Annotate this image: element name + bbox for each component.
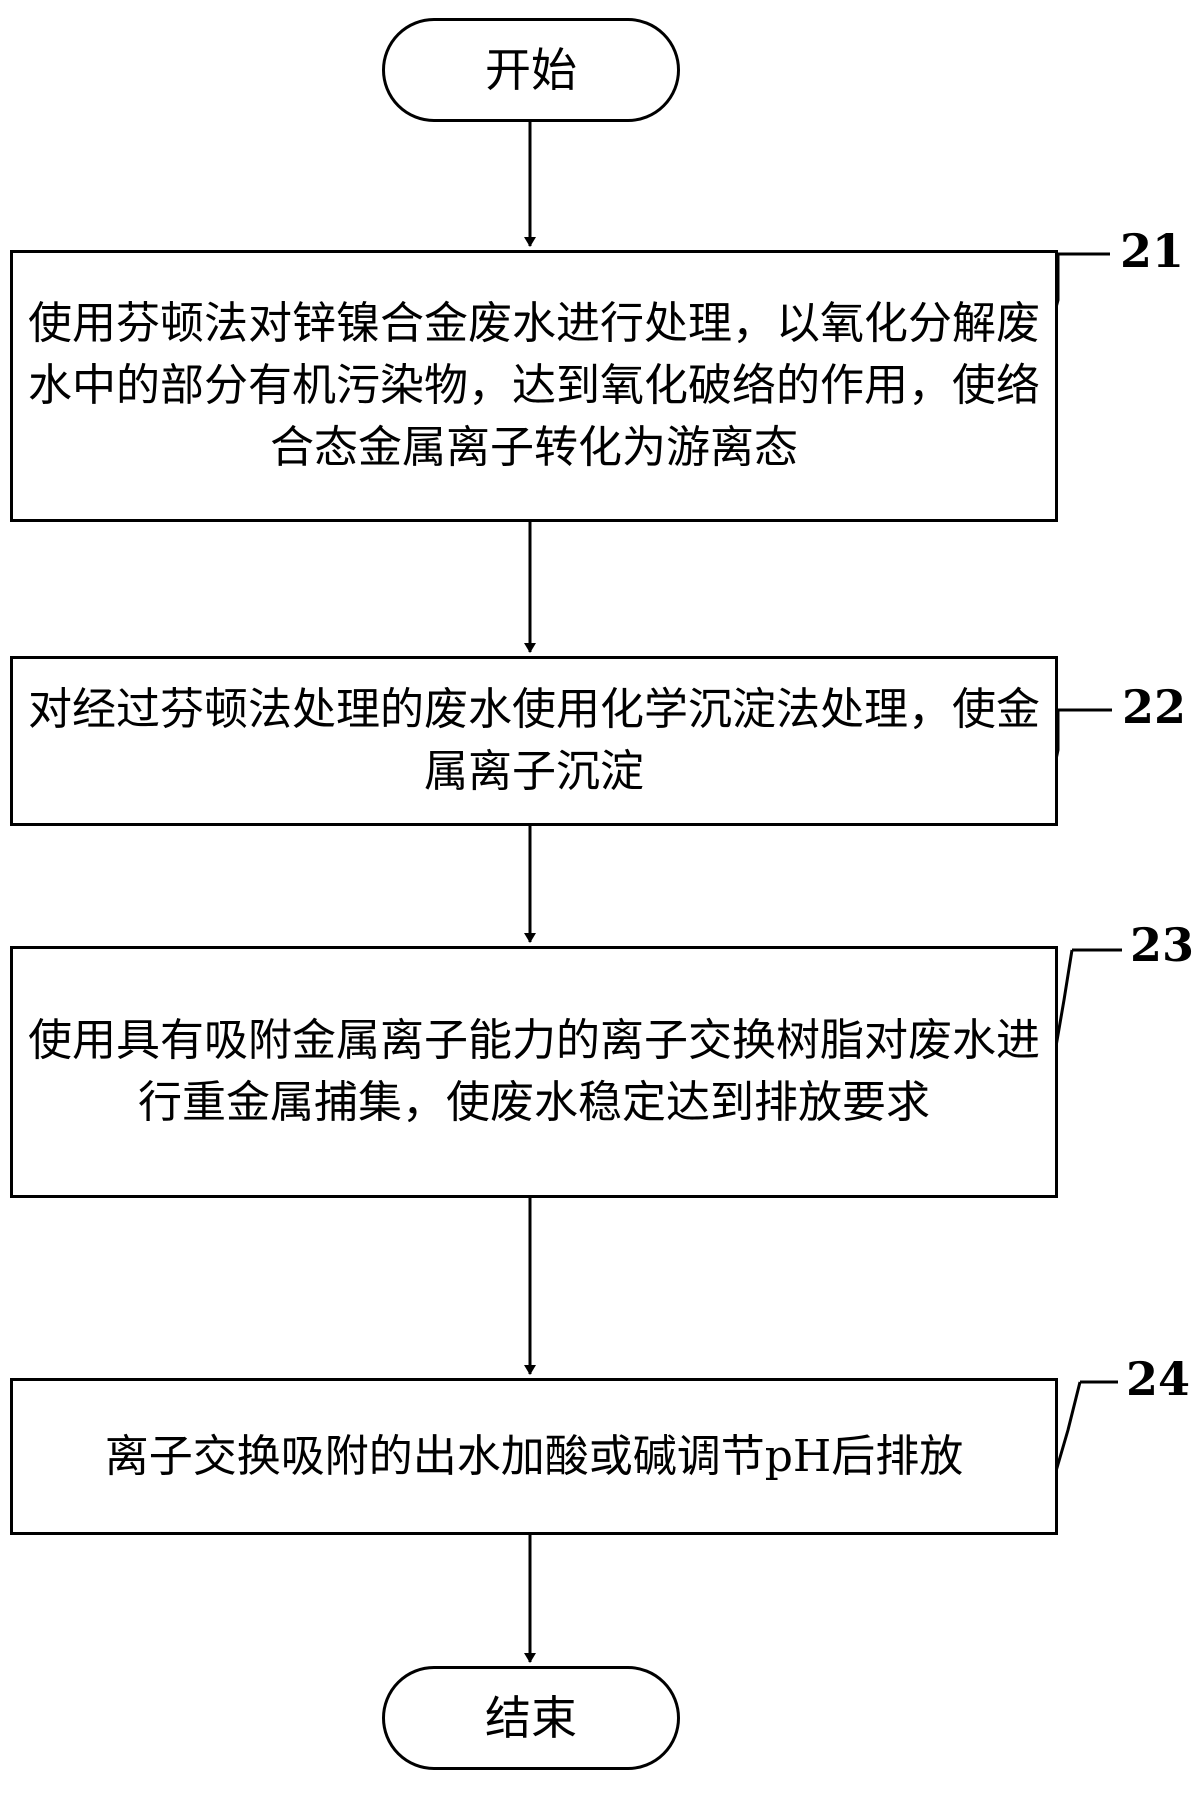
- process-step-22: 对经过芬顿法处理的废水使用化学沉淀法处理，使金属离子沉淀: [10, 656, 1058, 826]
- step-23-text: 使用具有吸附金属离子能力的离子交换树脂对废水进行重金属捕集，使废水稳定达到排放要…: [28, 1015, 1040, 1128]
- step-label-23: 23: [1130, 918, 1195, 972]
- leader-line-23: [1052, 948, 1122, 1059]
- step-21-text: 使用芬顿法对锌镍合金废水进行处理，以氧化分解废水中的部分有机污染物，达到氧化破络…: [28, 298, 1040, 473]
- process-step-24: 离子交换吸附的出水加酸或碱调节pH后排放: [10, 1378, 1058, 1535]
- step-label-21: 21: [1120, 224, 1185, 278]
- leader-line-24: [1052, 1380, 1118, 1479]
- end-label: 结束: [485, 1691, 577, 1745]
- process-step-23: 使用具有吸附金属离子能力的离子交换树脂对废水进行重金属捕集，使废水稳定达到排放要…: [10, 946, 1058, 1198]
- step-24-text: 离子交换吸附的出水加酸或碱调节pH后排放: [104, 1430, 964, 1482]
- step-label-22: 22: [1122, 680, 1187, 734]
- process-step-21: 使用芬顿法对锌镍合金废水进行处理，以氧化分解废水中的部分有机污染物，达到氧化破络…: [10, 250, 1058, 522]
- leader-line-22: [1048, 708, 1112, 789]
- step-label-24: 24: [1126, 1352, 1191, 1406]
- leader-line-21: [1048, 252, 1110, 331]
- start-terminal: 开始: [382, 18, 680, 122]
- end-terminal: 结束: [382, 1666, 680, 1770]
- start-label: 开始: [485, 43, 577, 97]
- step-22-text: 对经过芬顿法处理的废水使用化学沉淀法处理，使金属离子沉淀: [28, 684, 1040, 797]
